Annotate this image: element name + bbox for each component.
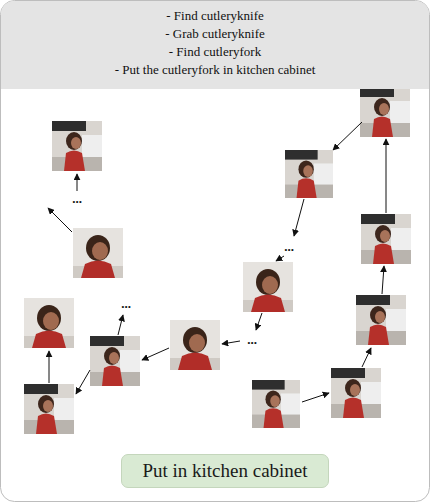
arrow	[256, 313, 262, 330]
arrow	[76, 370, 90, 394]
step-text: - Find cutleryfork	[11, 43, 419, 61]
step-text: - Grab cutleryknife	[11, 25, 419, 43]
arrow	[48, 208, 72, 232]
arrow	[77, 174, 78, 191]
arrow	[276, 256, 284, 261]
arrow	[294, 199, 304, 236]
frame-thumbnail	[170, 320, 220, 370]
ellipsis-label: ...	[246, 333, 258, 347]
instruction-band: - Find cutleryknife- Grab cutleryknife- …	[1, 1, 429, 89]
ellipsis-label: ...	[283, 240, 295, 254]
arrow	[142, 348, 169, 360]
arrow	[382, 266, 384, 294]
arrow	[222, 341, 240, 344]
frame-thumbnails	[24, 87, 411, 434]
frame-thumbnail	[356, 295, 406, 345]
trajectory-arrows	[48, 122, 386, 402]
frame-thumbnail	[331, 368, 381, 418]
frame-thumbnail	[285, 150, 333, 198]
goal-box: Put in kitchen cabinet	[121, 454, 329, 488]
arrow	[302, 393, 329, 402]
arrow	[333, 122, 362, 150]
arrow	[49, 351, 50, 383]
frame-thumbnail	[360, 87, 410, 137]
frame-thumbnail	[52, 121, 102, 171]
step-text: - Put the cutleryfork in kitchen cabinet	[11, 61, 419, 79]
arrow	[362, 348, 371, 367]
frame-thumbnail	[73, 228, 123, 278]
frame-thumbnail	[243, 262, 293, 312]
frame-thumbnail	[90, 336, 140, 386]
step-text: - Find cutleryknife	[11, 7, 419, 25]
ellipsis-label: ...	[120, 297, 132, 311]
ellipsis-label: ...	[71, 192, 83, 206]
arrow	[118, 315, 123, 335]
arrow	[386, 139, 387, 213]
frame-thumbnail	[24, 384, 74, 434]
frame-thumbnail	[252, 380, 300, 428]
goal-text: Put in kitchen cabinet	[142, 459, 308, 483]
frame-thumbnail	[361, 214, 411, 264]
frame-thumbnail	[24, 298, 74, 348]
